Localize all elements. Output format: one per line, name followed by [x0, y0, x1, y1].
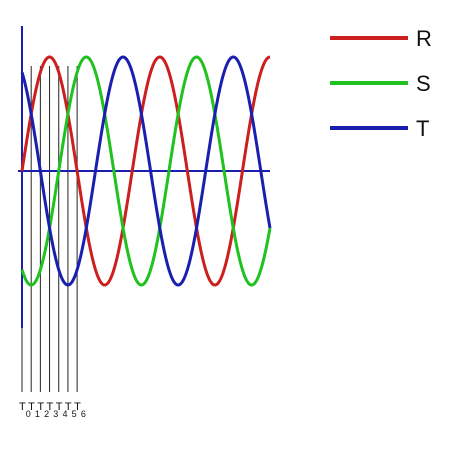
legend-label-t: T — [416, 116, 429, 141]
series-s-line — [20, 55, 272, 287]
series-group — [20, 55, 272, 287]
legend-label-r: R — [416, 26, 432, 51]
time-marker-label-4: T4 — [56, 401, 68, 419]
time-marker-label-5: T5 — [65, 401, 77, 419]
time-marker-label-1: T1 — [28, 401, 40, 419]
time-marker-label-3: T3 — [47, 401, 59, 419]
legend-label-s: S — [416, 71, 431, 96]
series-t-line — [20, 55, 272, 287]
time-marker-label-0: T0 — [19, 401, 31, 419]
legend: RST — [330, 26, 432, 141]
series-r-line — [20, 55, 271, 287]
time-marker-label-2: T2 — [37, 401, 49, 419]
time-marker-label-6: T6 — [74, 401, 86, 419]
